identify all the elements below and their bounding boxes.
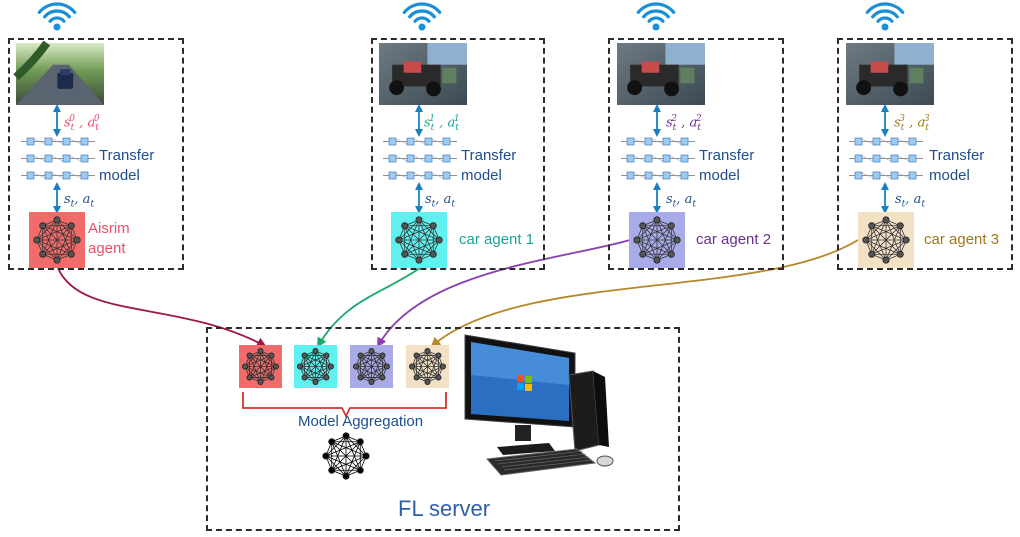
agent3-state-action: st3 , at3 [894,114,930,133]
agent2-state-action: st2 , at2 [666,114,702,133]
server-model-car1-icon [294,345,337,388]
agent3-local-state-action: st, at [895,192,925,210]
agent-box-car1 [371,38,545,270]
agent2-transfer-model-icon [621,137,695,180]
diagram-elements [13,2,934,480]
car1-to-server-link [316,267,421,348]
fl-server-box [206,327,680,531]
car2-agent-network-icon [629,212,685,268]
airsim-to-server-link [57,267,267,347]
agent0-transfer-model-icon [21,137,95,180]
airsim-screenshot-image [13,40,104,105]
wifi-icon [636,2,676,31]
car1-camera-image [379,43,467,105]
server-model-car3-icon [406,345,449,388]
car2-to-server-link [377,239,631,348]
server-model-airsim-icon [239,345,282,388]
desktop-computer-icon [464,334,614,476]
agent0-state-action: st0 , at0 [64,114,100,133]
car3-to-server-link [430,239,859,348]
airsim-agent-network-icon [29,212,85,268]
agent1-local-state-action: st, at [425,192,455,210]
fl-server-title: FL server [398,496,491,521]
server-model-car2-icon [350,345,393,388]
agent3-transfer-model-icon [849,137,923,180]
agent-box-airsim [8,38,184,270]
agent0-local-state-action: st, at [64,192,94,210]
wifi-icon [402,2,442,31]
car2-camera-image [617,43,705,105]
car1-agent-network-icon [391,212,447,268]
agent1-state-action: st1 , at1 [424,114,460,133]
car3-camera-image [846,43,934,105]
agent-box-car3 [837,38,1013,270]
model-aggregation-label: Model Aggregation [298,413,424,430]
agent1-name: car agent 1 [459,231,535,248]
federation-links [57,239,859,348]
wifi-icon [865,2,905,31]
wifi-icon [37,2,77,31]
agent2-local-state-action: st, at [666,192,696,210]
agent-box-car2 [608,38,784,270]
agent1-transfer-model-icon [383,137,457,180]
agent2-name: car agent 2 [696,231,772,248]
agent3-name: car agent 3 [924,231,1000,248]
car3-agent-network-icon [858,212,914,268]
aggregation-brace [242,392,447,419]
aggregated-model-icon [322,432,370,480]
